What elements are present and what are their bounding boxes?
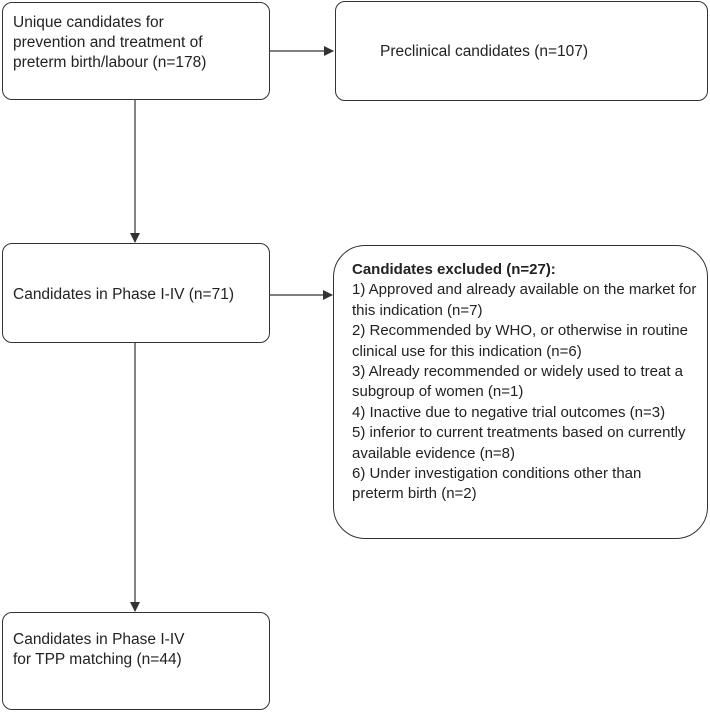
preclinical-candidates-text: Preclinical candidates (n=107) — [380, 43, 589, 60]
phase-candidates-text: Candidates in Phase I-IV (n=71) — [13, 286, 235, 303]
box-unique-candidates: Unique candidates for prevention and tre… — [2, 2, 270, 100]
box-excluded-candidates: Candidates excluded (n=27): 1) Approved … — [333, 245, 708, 539]
box-phase-candidates: Candidates in Phase I-IV (n=71) — [2, 243, 270, 343]
unique-candidates-text: Unique candidates for prevention and tre… — [13, 14, 207, 71]
tpp-candidates-text: Candidates in Phase I-IV for TPP matchin… — [13, 631, 185, 668]
excluded-item: 2) Recommended by WHO, or otherwise in r… — [352, 322, 688, 360]
excluded-item: 4) Inactive due to negative trial outcom… — [352, 403, 666, 421]
excluded-item: 6) Under investigation conditions other … — [352, 465, 642, 503]
box-tpp-candidates: Candidates in Phase I-IV for TPP matchin… — [2, 612, 270, 710]
excluded-item: 3) Already recommended or widely used to… — [352, 363, 684, 401]
excluded-title: Candidates excluded (n=27): — [352, 261, 556, 278]
box-preclinical-candidates: Preclinical candidates (n=107) — [335, 1, 708, 101]
excluded-item: 1) Approved and already available on the… — [352, 281, 697, 319]
excluded-item: 5) inferior to current treatments based … — [352, 424, 686, 462]
